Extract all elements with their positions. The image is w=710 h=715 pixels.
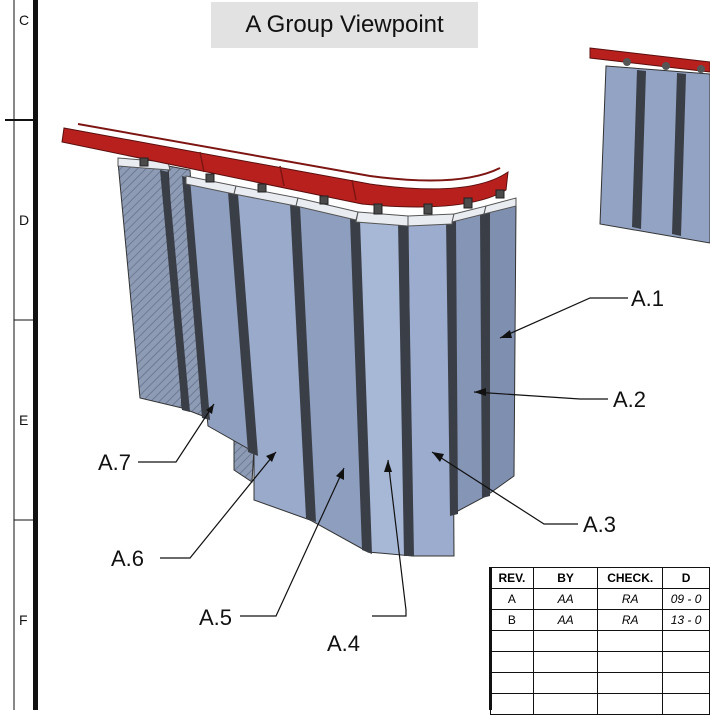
date-cell: 09 - 0	[662, 588, 710, 610]
table-row	[490, 693, 710, 715]
main-assembly	[61, 123, 517, 557]
by-cell: AA	[532, 609, 599, 631]
date-cell	[662, 693, 710, 715]
check-cell	[597, 672, 664, 694]
rev-cell	[490, 672, 534, 694]
by-cell: AA	[532, 588, 599, 610]
check-cell: RA	[597, 588, 664, 610]
callout-a7: A.7	[98, 450, 132, 475]
viewpoint-title: A Group Viewpoint	[211, 2, 478, 48]
table-row	[490, 630, 710, 652]
rev-cell	[490, 651, 534, 673]
zone-label-d: D	[19, 212, 30, 228]
table-row: B AA RA 13 - 0	[490, 609, 710, 631]
rev-cell: A	[490, 588, 534, 610]
callout-a4: A.4	[327, 631, 361, 656]
rev-cell: B	[490, 609, 534, 631]
zone-label-f: F	[19, 612, 28, 628]
check-header: CHECK.	[597, 567, 664, 589]
callout-a1: A.1	[631, 286, 665, 311]
by-cell	[532, 630, 599, 652]
callout-a6: A.6	[111, 546, 145, 571]
by-header: BY	[532, 567, 599, 589]
rev-cell	[490, 693, 534, 715]
check-cell	[597, 693, 664, 715]
by-cell	[532, 693, 599, 715]
zone-label-c: C	[19, 12, 30, 28]
table-row	[490, 672, 710, 694]
panel-caps	[117, 157, 517, 227]
revision-header-row: REV. BY CHECK. D	[490, 567, 710, 589]
by-cell	[532, 672, 599, 694]
date-header: D	[662, 567, 710, 589]
secondary-assembly	[589, 47, 710, 244]
callout-arrowheads	[206, 330, 512, 480]
callout-a3: A.3	[583, 512, 617, 537]
revision-table-frame	[489, 567, 492, 710]
check-cell	[597, 630, 664, 652]
date-cell: 13 - 0	[662, 609, 710, 631]
date-cell	[662, 651, 710, 673]
rev-cell	[490, 630, 534, 652]
trolley-brackets	[139, 157, 505, 215]
drawing-border	[5, 0, 38, 710]
table-row: A AA RA 09 - 0	[490, 588, 710, 610]
by-cell	[532, 651, 599, 673]
check-cell	[597, 651, 664, 673]
support-rail	[61, 127, 509, 208]
table-row	[490, 651, 710, 673]
mullions	[160, 170, 490, 556]
date-cell	[662, 630, 710, 652]
check-cell: RA	[597, 609, 664, 631]
rev-header: REV.	[490, 567, 534, 589]
revision-table: REV. BY CHECK. D A AA RA 09 - 0 B AA RA …	[490, 567, 710, 715]
callout-leaders	[138, 297, 628, 617]
callout-a5: A.5	[199, 605, 233, 630]
zone-label-e: E	[19, 412, 29, 428]
callout-a2: A.2	[613, 387, 647, 412]
date-cell	[662, 672, 710, 694]
